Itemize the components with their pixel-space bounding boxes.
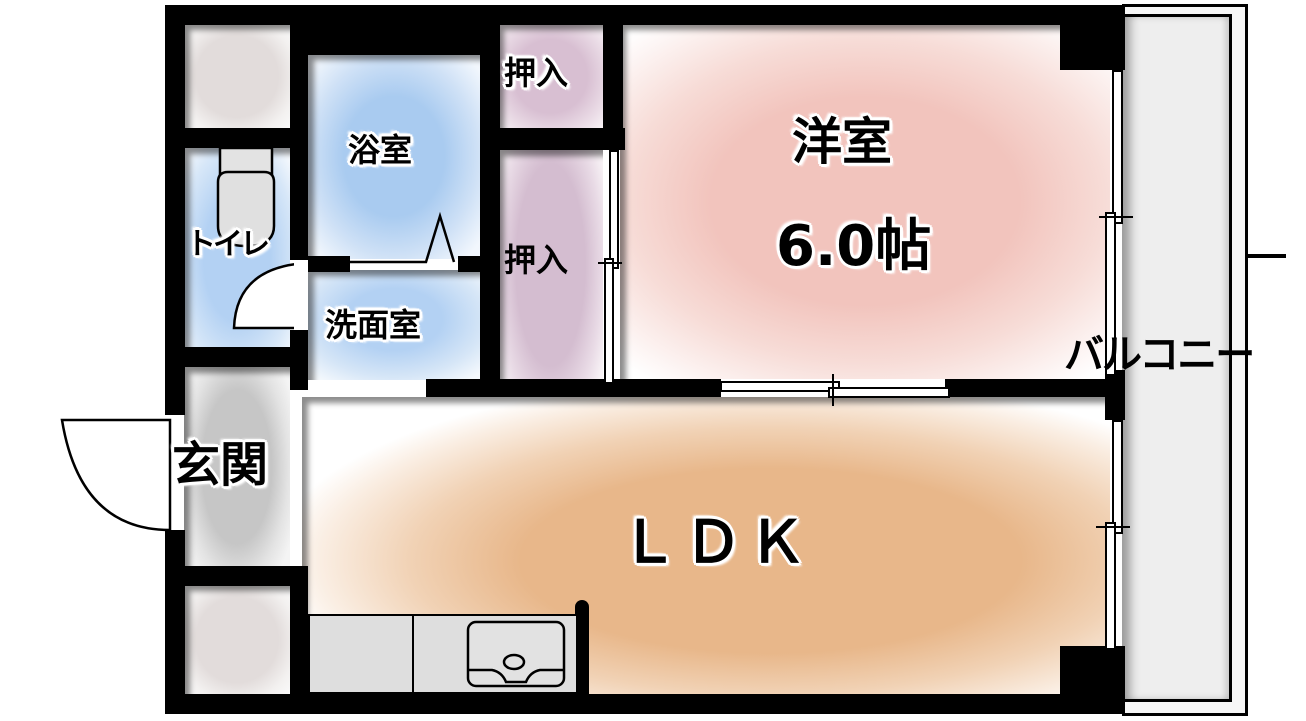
entrance-door-icon <box>60 418 172 532</box>
toilet-door-icon <box>232 262 302 330</box>
wall-western-ldk-left <box>426 379 721 397</box>
bathroom-area <box>308 54 480 259</box>
wall-bath-wash-right <box>458 256 482 272</box>
wall-toilet-entrance <box>165 347 305 367</box>
window-western-tick <box>1099 216 1133 218</box>
room-label-closet-upper: 押入 <box>504 54 569 92</box>
entrance-area <box>184 367 290 567</box>
wall-left-upper <box>165 5 185 415</box>
window-western-lower[interactable] <box>1105 212 1116 376</box>
closet-sliding-door-lower[interactable] <box>604 258 614 384</box>
wall-bottom <box>165 694 1125 714</box>
wall-left-inner-mid <box>290 330 308 390</box>
wall-left-inner-bottom <box>290 566 308 714</box>
room-label-toilet: トイレ <box>186 227 270 262</box>
wall-entrance-storage <box>165 566 305 586</box>
kitchen-sink-icon <box>466 620 566 688</box>
closet-sliding-door-upper[interactable] <box>609 150 619 269</box>
room-label-washroom: 洗面室 <box>325 306 422 344</box>
wall-western-ldk-right <box>945 379 1125 397</box>
window-ldk-tick <box>1096 526 1130 528</box>
wall-right-mid <box>1105 370 1125 420</box>
balcony-area <box>1122 14 1232 702</box>
wall-bath-wash-left <box>308 256 350 272</box>
room-label-closet-lower: 押入 <box>504 241 569 279</box>
window-ldk-lower[interactable] <box>1105 522 1116 650</box>
room-label-ldk: ＬＤＫ <box>620 508 813 576</box>
closet-door-tick <box>598 262 622 264</box>
kitchen-partition <box>575 600 589 700</box>
western-room-area <box>620 24 1110 379</box>
closet-lower-area <box>498 150 603 380</box>
window-western-upper[interactable] <box>1112 70 1123 224</box>
wall-right-top-corner <box>1060 5 1125 70</box>
bath-folding-door-icon <box>350 211 456 264</box>
counter-divider <box>412 614 414 694</box>
washroom-area <box>308 270 480 380</box>
storage-bottom-left <box>184 585 290 695</box>
wall-right-bottom-corner <box>1060 646 1125 714</box>
balcony-pointer-line <box>1248 254 1286 258</box>
window-ldk-upper[interactable] <box>1112 420 1123 534</box>
wall-bath-closet <box>480 5 500 385</box>
ldk-door-tick <box>832 374 834 406</box>
wall-closet-right-top <box>603 5 623 150</box>
toilet-fixture-icon <box>216 148 276 248</box>
room-label-balcony: バルコニー <box>1064 332 1255 378</box>
wall-storage-toilet <box>165 128 305 148</box>
room-label-western: 洋室 <box>792 113 892 171</box>
wall-bath-top <box>290 5 500 55</box>
wall-left-lower <box>165 530 185 714</box>
wall-left-inner-top <box>290 5 308 260</box>
room-label-entrance: 玄関 <box>172 437 269 493</box>
ldk-sliding-door-right[interactable] <box>828 387 950 398</box>
storage-top-left <box>184 24 290 129</box>
ldk-sliding-door-left[interactable] <box>720 381 840 392</box>
room-size-western: 6.0帖 <box>776 214 932 279</box>
closet-upper-area <box>498 24 603 129</box>
wall-closet-divider <box>480 128 625 150</box>
room-label-bathroom: 浴室 <box>348 131 413 169</box>
